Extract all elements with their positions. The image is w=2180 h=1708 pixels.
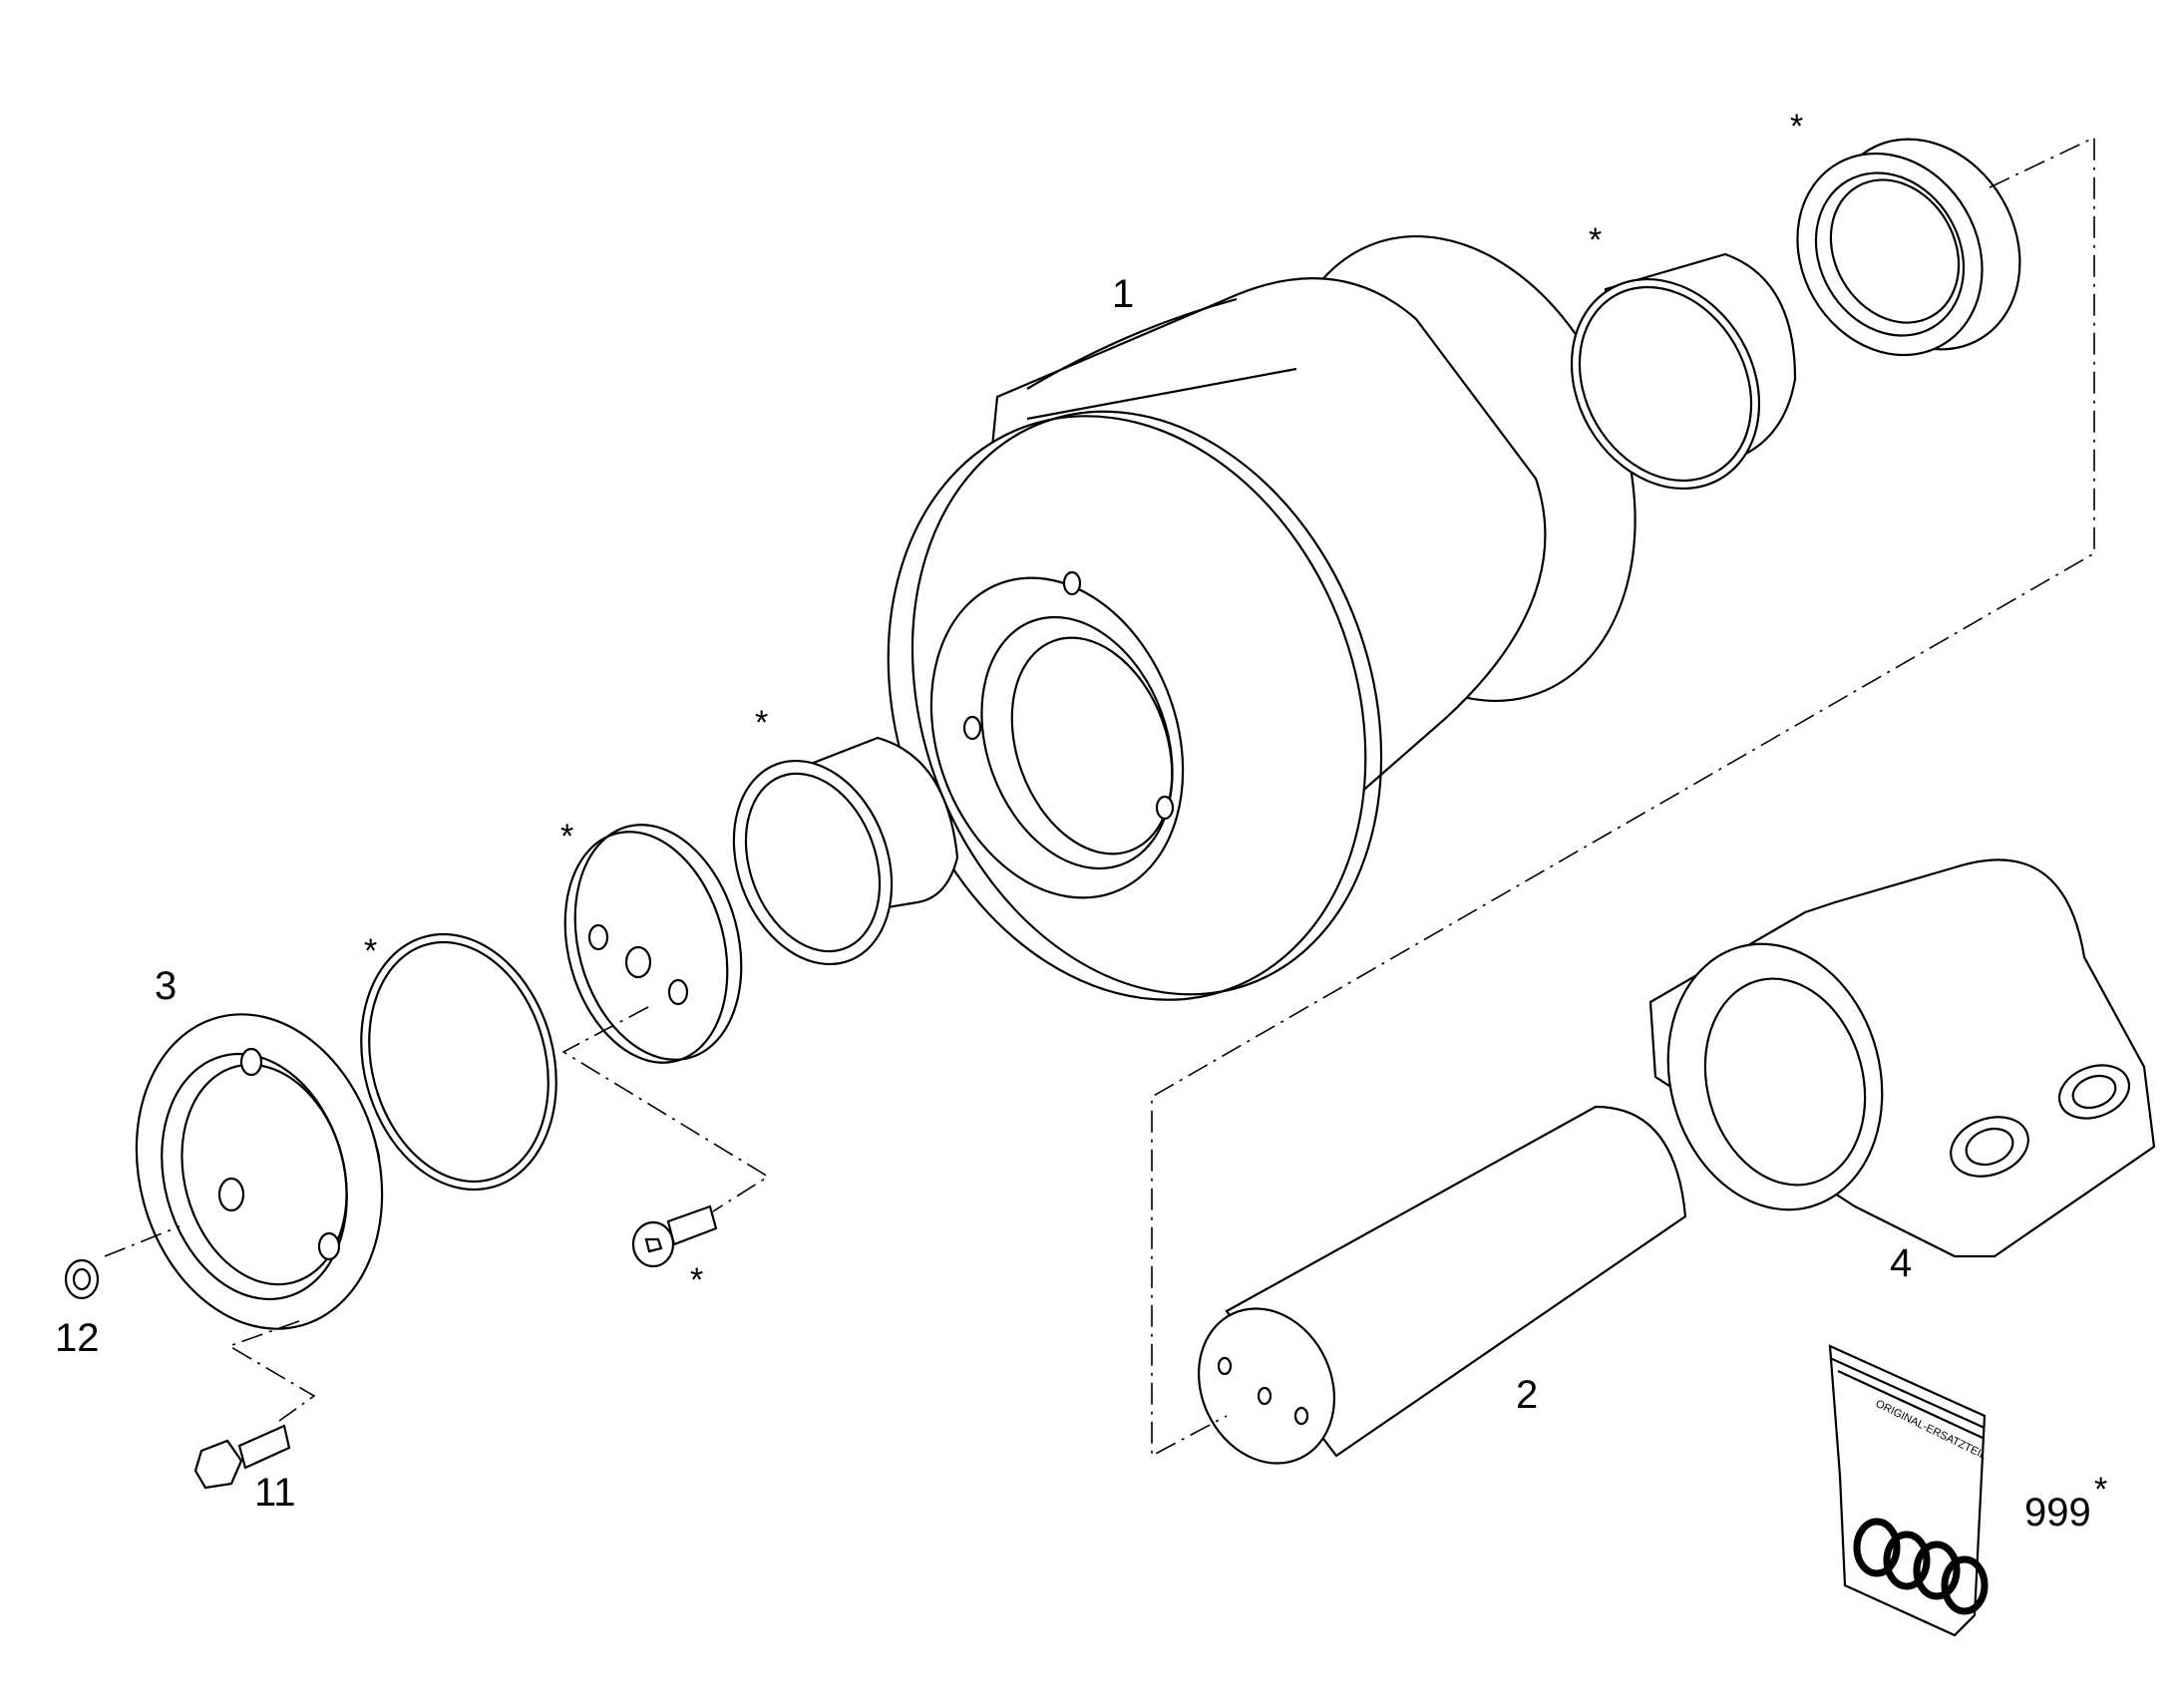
o-ring — [360, 932, 557, 1192]
callout-999: 999 — [2024, 1491, 2091, 1535]
callout-1: 1 — [1112, 272, 1134, 316]
callouts: 1 2 3 4 11 12 999 * * * * * * * — [55, 108, 2107, 1535]
seal-ring-right — [1796, 138, 2021, 357]
part-12-nut — [64, 1258, 100, 1300]
cover-plate — [563, 824, 743, 1064]
asterisk-cover-plate: * — [560, 818, 573, 855]
part-999-seal-kit-bag: ORIGINAL-ERSATZTEIL — [1828, 1344, 1989, 1637]
socket-head-screw — [631, 1204, 718, 1268]
part-1-roller — [887, 234, 1636, 1001]
callout-2: 2 — [1516, 1373, 1538, 1417]
asterisk-bushing-left: * — [755, 704, 768, 742]
part-3-end-cap — [135, 1013, 384, 1330]
callout-11: 11 — [254, 1471, 296, 1515]
asterisk-999: * — [2094, 1471, 2107, 1509]
bushing-right — [1570, 252, 1797, 491]
asterisk-bushing-right: * — [1589, 221, 1602, 259]
bushing-left — [732, 736, 959, 966]
callout-3: 3 — [155, 964, 177, 1008]
asterisk-screw: * — [690, 1261, 703, 1299]
asterisk-o-ring: * — [364, 932, 377, 970]
leader-lines — [104, 136, 2095, 1458]
callout-4: 4 — [1890, 1241, 1912, 1285]
part-11-bolt — [193, 1424, 291, 1490]
part-2-pin — [1197, 1105, 1687, 1465]
callout-12: 12 — [55, 1316, 100, 1360]
asterisk-seal-ring: * — [1790, 108, 1803, 146]
part-4-bracket — [1648, 858, 2156, 1258]
